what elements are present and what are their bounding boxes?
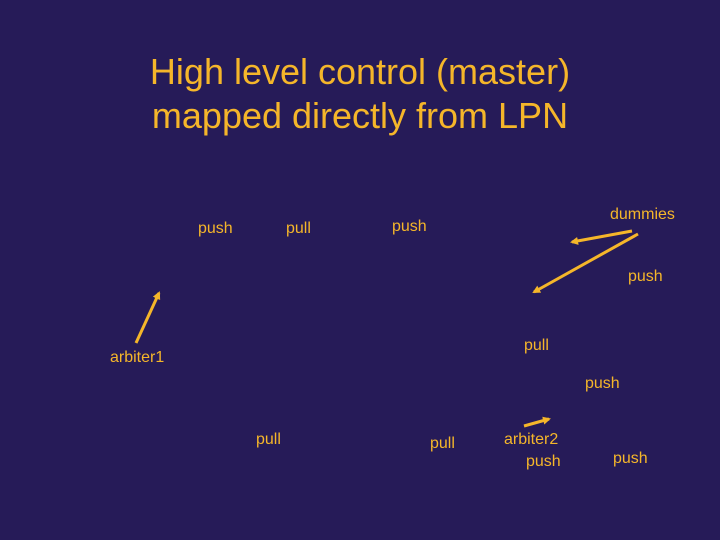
label-arbiter1: arbiter1 [110,349,165,366]
arrow-arbiter1 [134,291,161,344]
label-dummies: dummies [610,206,675,223]
label-push-5: push [526,453,561,470]
label-pull-2: pull [524,337,549,354]
label-push-2: push [392,218,427,235]
title-line-1: High level control (master) [149,51,571,92]
arrow-arbiter2 [523,416,551,428]
slide-title: High level control (master) mapped direc… [0,50,720,138]
label-pull-1: pull [286,220,311,237]
label-push-1: push [198,220,233,237]
arrow-long-diagonal [532,232,639,294]
label-push-4: push [585,375,620,392]
label-pull-4: pull [430,435,455,452]
label-push-6: push [613,450,648,467]
title-line-2: mapped directly from LPN [151,95,569,136]
label-pull-3: pull [256,431,281,448]
label-push-3: push [628,268,663,285]
label-arbiter2: arbiter2 [504,431,559,448]
arrow-dummies [570,229,633,245]
